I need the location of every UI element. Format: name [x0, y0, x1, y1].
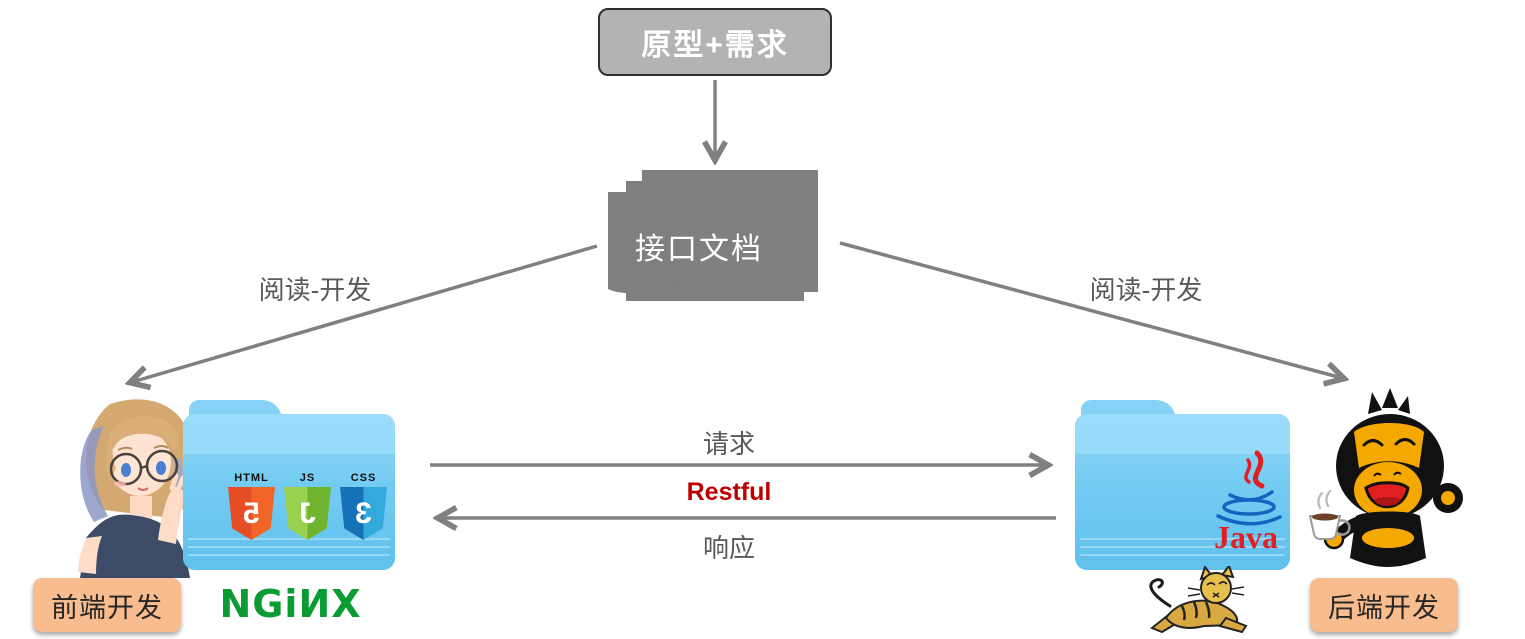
html5-badge-label: HTML	[234, 472, 269, 484]
read-develop-left-label: 阅读-开发	[258, 275, 372, 305]
web-tech-badges: HTML 5 JS J CSS 3	[228, 472, 387, 540]
js-badge-icon: JS J	[284, 472, 331, 540]
nginx-logo: NGiИX	[219, 582, 362, 626]
arrow-docs-to-frontend	[132, 244, 598, 382]
js-badge-label: JS	[299, 472, 316, 484]
requirements-box: 原型+需求	[598, 8, 832, 76]
requirements-label: 原型+需求	[641, 29, 789, 62]
arrow-docs-to-backend	[839, 241, 1342, 378]
folder-bottom-lines	[1080, 538, 1285, 562]
folder-bottom-lines	[188, 538, 390, 562]
api-docs-label: 接口文档	[635, 233, 763, 266]
restful-label: Restful	[686, 478, 772, 506]
frontend-role-label: 前端开发	[51, 592, 163, 623]
tomcat-logo	[1149, 566, 1248, 634]
backend-developer-avatar	[1308, 388, 1463, 567]
css3-badge-label: CSS	[350, 472, 377, 484]
css3-badge-icon: CSS 3	[340, 472, 387, 540]
java-wordmark: Java	[1214, 519, 1278, 555]
request-label: 请求	[702, 429, 755, 459]
backend-role-box: 后端开发	[1310, 578, 1458, 632]
backend-folder-icon	[1075, 400, 1290, 570]
html5-badge-icon: HTML 5	[228, 472, 275, 540]
folder-band	[183, 414, 395, 454]
frontend-role-box: 前端开发	[33, 578, 181, 632]
frontend-developer-avatar	[78, 399, 195, 578]
document-page-front	[608, 192, 790, 294]
read-develop-right-label: 阅读-开发	[1089, 275, 1203, 305]
folder-band	[1075, 414, 1290, 454]
backend-role-label: 后端开发	[1328, 592, 1440, 623]
response-label: 响应	[702, 533, 755, 563]
java-logo: Java	[1214, 450, 1282, 555]
